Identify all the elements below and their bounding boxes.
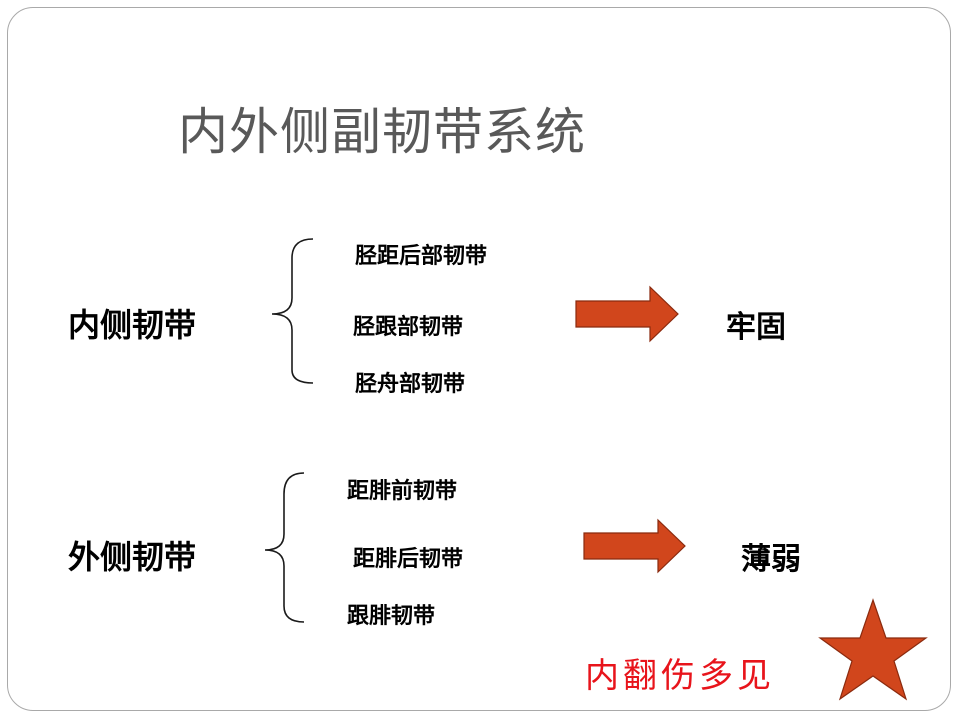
slide-frame bbox=[7, 7, 951, 711]
lateral-item-posterior-talofibular: 距腓后韧带 bbox=[353, 547, 464, 572]
inversion-injury-note: 内翻伤多见 bbox=[585, 656, 775, 696]
medial-result: 牢固 bbox=[726, 310, 786, 345]
lateral-ligament-label: 外侧韧带 bbox=[68, 538, 197, 576]
star-icon bbox=[818, 598, 928, 701]
medial-item-tibionavicular: 胫舟部韧带 bbox=[355, 372, 466, 397]
medial-brace bbox=[271, 238, 314, 384]
lateral-arrow-icon bbox=[583, 518, 686, 574]
lateral-brace bbox=[264, 472, 305, 623]
lateral-result: 薄弱 bbox=[741, 542, 801, 577]
medial-arrow-icon bbox=[575, 285, 679, 343]
medial-item-tibiocalcaneal: 胫跟部韧带 bbox=[353, 315, 464, 340]
lateral-item-calcaneofibular: 跟腓韧带 bbox=[347, 604, 436, 629]
medial-item-posterior-tibiotalar: 胫距后部韧带 bbox=[355, 244, 488, 269]
slide-title: 内外侧副韧带系统 bbox=[178, 103, 586, 161]
medial-ligament-label: 内侧韧带 bbox=[68, 306, 197, 344]
lateral-item-anterior-talofibular: 距腓前韧带 bbox=[347, 479, 458, 504]
